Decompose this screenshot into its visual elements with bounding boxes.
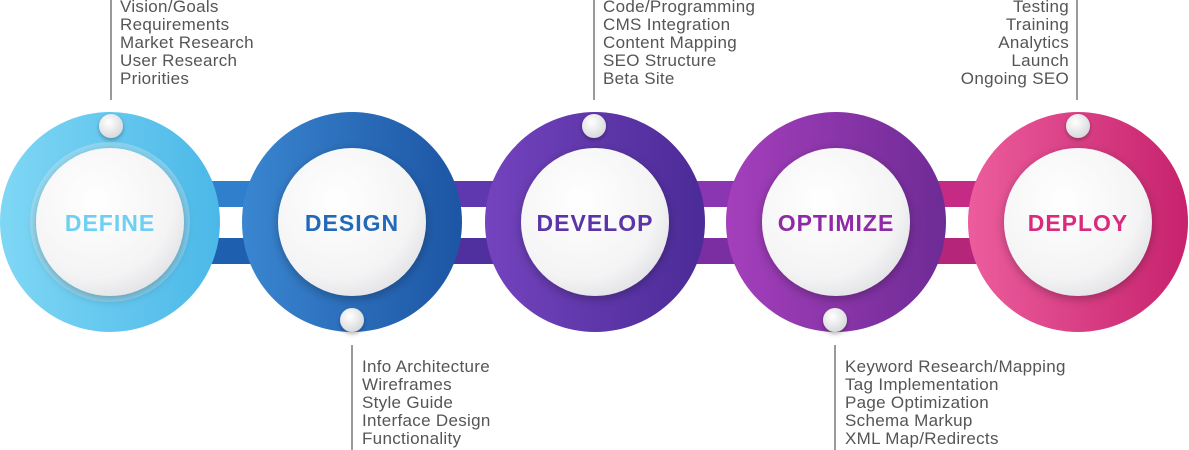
list-deploy: Testing Training Analytics Launch Ongoin… — [961, 0, 1069, 88]
list-item: Launch — [1011, 51, 1069, 70]
list-item: Functionality — [362, 429, 462, 448]
list-item: User Research — [120, 51, 238, 70]
knob-develop — [582, 114, 606, 138]
disc-design — [278, 148, 426, 296]
list-item: Style Guide — [362, 393, 454, 412]
leader-line-develop — [593, 0, 595, 100]
knob-design — [340, 308, 364, 332]
leader-line-define — [110, 0, 112, 100]
leader-line-deploy — [1076, 0, 1078, 100]
list-define: Vision/Goals Requirements Market Researc… — [120, 0, 254, 88]
knob-optimize — [823, 308, 847, 332]
list-item: Content Mapping — [603, 33, 737, 52]
list-item: Keyword Research/Mapping — [845, 357, 1066, 376]
leader-line-optimize — [834, 345, 836, 450]
knob-deploy — [1066, 114, 1090, 138]
list-item: Testing — [1013, 0, 1069, 16]
list-item: Tag Implementation — [845, 375, 999, 394]
list-item: Training — [1005, 15, 1069, 34]
list-item: XML Map/Redirects — [845, 429, 999, 448]
list-item: Ongoing SEO — [960, 69, 1069, 88]
stage-label-develop: DEVELOP — [537, 210, 654, 236]
list-item: Market Research — [120, 33, 254, 52]
list-item: Beta Site — [603, 69, 675, 88]
list-item: Wireframes — [362, 375, 452, 394]
list-item: Code/Programming — [603, 0, 756, 16]
disc-define — [36, 148, 184, 296]
stage-optimize: OPTIMIZE — [726, 112, 946, 332]
disc-optimize — [762, 148, 910, 296]
stage-deploy: DEPLOY — [968, 112, 1188, 332]
list-item: SEO Structure — [603, 51, 717, 70]
stage-define: DEFINE — [0, 112, 220, 332]
disc-develop — [521, 148, 669, 296]
stage-label-define: DEFINE — [65, 210, 155, 236]
list-optimize: Keyword Research/Mapping Tag Implementat… — [845, 358, 1066, 448]
stage-develop: DEVELOP — [485, 112, 705, 332]
list-item: Interface Design — [362, 411, 491, 430]
list-item: CMS Integration — [603, 15, 731, 34]
list-design: Info Architecture Wireframes Style Guide… — [362, 358, 491, 448]
knob-define — [99, 114, 123, 138]
stage-label-deploy: DEPLOY — [1028, 210, 1129, 236]
leader-line-design — [351, 345, 353, 450]
list-item: Schema Markup — [845, 411, 973, 430]
list-item: Page Optimization — [845, 393, 990, 412]
list-develop: Code/Programming CMS Integration Content… — [603, 0, 755, 88]
stage-design: DESIGN — [242, 112, 462, 332]
list-item: Requirements — [120, 15, 230, 34]
disc-deploy — [1004, 148, 1152, 296]
list-item: Vision/Goals — [120, 0, 219, 16]
list-item: Info Architecture — [362, 357, 490, 376]
list-item: Analytics — [998, 33, 1069, 52]
list-item: Priorities — [120, 69, 190, 88]
stage-label-optimize: OPTIMIZE — [778, 210, 895, 236]
stage-label-design: DESIGN — [305, 210, 399, 236]
